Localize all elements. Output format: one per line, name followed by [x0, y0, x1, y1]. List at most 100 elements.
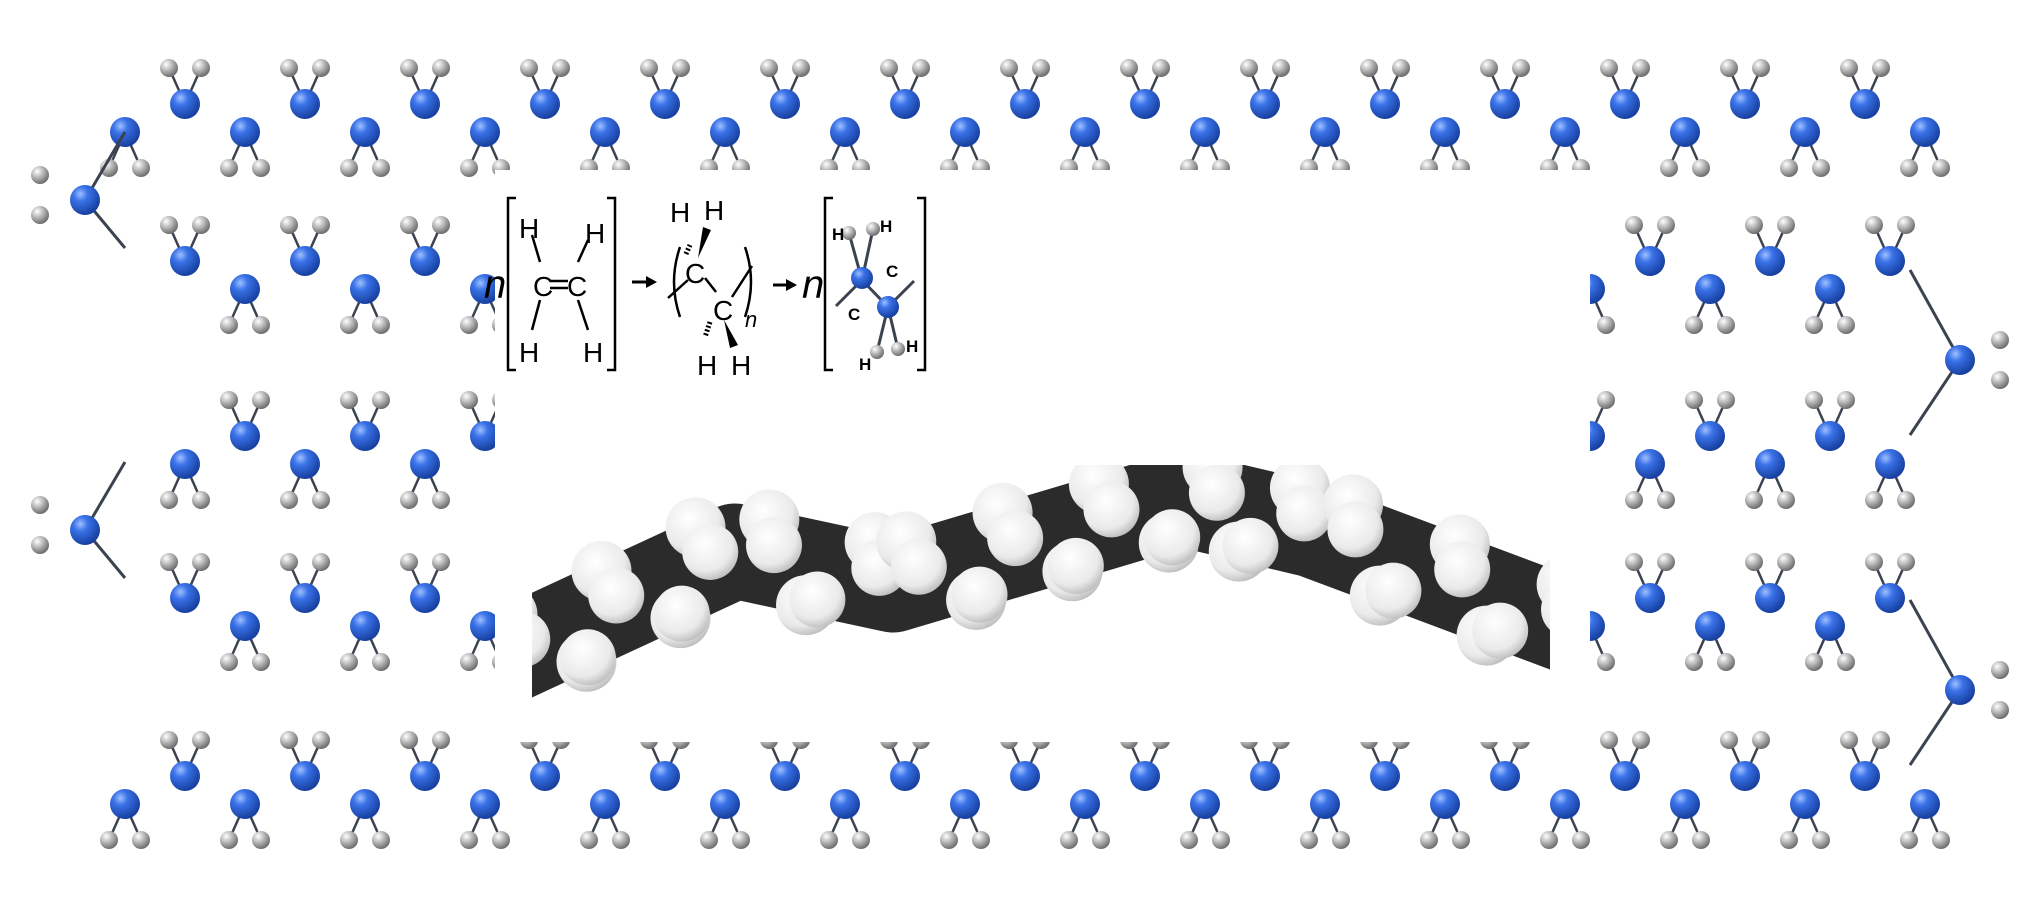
polymer-chain	[1565, 391, 1915, 509]
hydrogen-atom	[1865, 216, 1883, 234]
hydrogen-atom	[1872, 731, 1890, 749]
hydrogen-sphere	[559, 629, 616, 686]
hydrogen-atom	[340, 391, 358, 409]
hydrogen-atom	[220, 159, 238, 177]
hydrogen-atom	[1865, 553, 1883, 571]
hydrogen-atom	[1597, 391, 1615, 409]
hydrogen-atom	[340, 653, 358, 671]
carbon-atom	[890, 761, 920, 791]
carbon-atom	[470, 789, 500, 819]
carbon-atom	[1755, 246, 1785, 276]
polymer-chain	[100, 731, 1950, 849]
carbon-atom	[1370, 761, 1400, 791]
carbon-atom	[1945, 675, 1975, 705]
hydrogen-atom	[400, 731, 418, 749]
carbon-atom	[410, 449, 440, 479]
carbon-atom	[1635, 246, 1665, 276]
carbon-atom	[170, 583, 200, 613]
carbon-atom	[1670, 117, 1700, 147]
carbon-atom	[1490, 89, 1520, 119]
hydrogen-atom	[1625, 216, 1643, 234]
reaction-arrow-2	[773, 279, 797, 291]
carbon-atom	[1695, 274, 1725, 304]
hydrogen-sphere	[1434, 541, 1491, 598]
hydrogen-atom	[1332, 831, 1350, 849]
carbon-atom	[1250, 761, 1280, 791]
atom-label-c: C	[886, 262, 898, 281]
hydrogen-atom	[1272, 59, 1290, 77]
hydrogen-atom	[192, 553, 210, 571]
carbon-atom	[1635, 449, 1665, 479]
polyethylene-repeat-unit	[667, 243, 754, 338]
carbon-atom	[1875, 449, 1905, 479]
hydrogen-atom	[340, 316, 358, 334]
hydrogen-atom	[1300, 831, 1318, 849]
carbon-atom	[350, 789, 380, 819]
space-filling-model	[532, 465, 1550, 698]
right-bracket	[917, 196, 927, 372]
n-coefficient-left: n	[484, 263, 506, 307]
hydrogen-sphere	[532, 612, 551, 666]
carbon-atom	[1370, 89, 1400, 119]
carbon-atom	[230, 117, 260, 147]
hydrogen-atom	[1837, 653, 1855, 671]
carbon-atom	[350, 611, 380, 641]
carbon-atom	[410, 246, 440, 276]
atom-label-h: H	[880, 217, 892, 236]
hydrogen-atom	[460, 653, 478, 671]
hydrogen-atom	[1720, 59, 1738, 77]
hydrogen-atom	[1805, 653, 1823, 671]
hydrogen-atom	[340, 159, 358, 177]
carbon-atom	[1755, 583, 1785, 613]
carbon-atom	[1250, 89, 1280, 119]
hydrogen-atom	[132, 159, 150, 177]
carbon-atom	[1550, 789, 1580, 819]
carbon-atom	[1910, 117, 1940, 147]
polymer-chain	[1565, 553, 1915, 671]
carbon-atom	[877, 296, 899, 318]
carbon-atom	[70, 515, 100, 545]
hydrogen-sphere	[951, 566, 1008, 623]
hydrogen-atom	[280, 216, 298, 234]
hydrogen-atom	[432, 731, 450, 749]
hydrogen-sphere	[890, 538, 947, 595]
hydrogen-atom	[1152, 59, 1170, 77]
hydrogen-atom	[312, 491, 330, 509]
hydrogen-atom	[192, 59, 210, 77]
carbon-atom	[1875, 246, 1905, 276]
carbon-atom	[230, 421, 260, 451]
hydrogen-atom	[31, 166, 49, 184]
hydrogen-atom	[280, 491, 298, 509]
hydrogen-atom	[1900, 831, 1918, 849]
hydrogen-atom	[1692, 831, 1710, 849]
formula-panel	[495, 170, 1590, 742]
hydrogen-atom	[880, 59, 898, 77]
hydrogen-atom	[1777, 491, 1795, 509]
hydrogen-atom	[891, 342, 905, 356]
polymer-chain	[160, 216, 510, 334]
hydrogen-atom	[252, 831, 270, 849]
hydrogen-atom	[372, 316, 390, 334]
carbon-atom	[1610, 761, 1640, 791]
hydrogen-atom	[1625, 553, 1643, 571]
hydrogen-atom	[1657, 553, 1675, 571]
hydrogen-atom	[220, 316, 238, 334]
carbon-atom	[70, 185, 100, 215]
hydrogen-atom	[1932, 831, 1950, 849]
hydrogen-atom	[432, 491, 450, 509]
hydrogen-atom	[1932, 159, 1950, 177]
hydrogen-sphere	[987, 510, 1044, 567]
carbon-atom	[1790, 117, 1820, 147]
hydrogen-atom	[672, 59, 690, 77]
hydrogen-atom	[1897, 491, 1915, 509]
carbon-atom	[1730, 761, 1760, 791]
atom-label-h: H	[731, 350, 751, 381]
hydrogen-atom	[1872, 59, 1890, 77]
hydrogen-sphere	[1327, 501, 1384, 558]
hydrogen-atom	[1897, 216, 1915, 234]
atom-label-h: H	[583, 337, 603, 368]
carbon-atom	[830, 117, 860, 147]
hydrogen-atom	[432, 216, 450, 234]
hydrogen-atom	[460, 159, 478, 177]
hydrogen-atom	[1000, 59, 1018, 77]
